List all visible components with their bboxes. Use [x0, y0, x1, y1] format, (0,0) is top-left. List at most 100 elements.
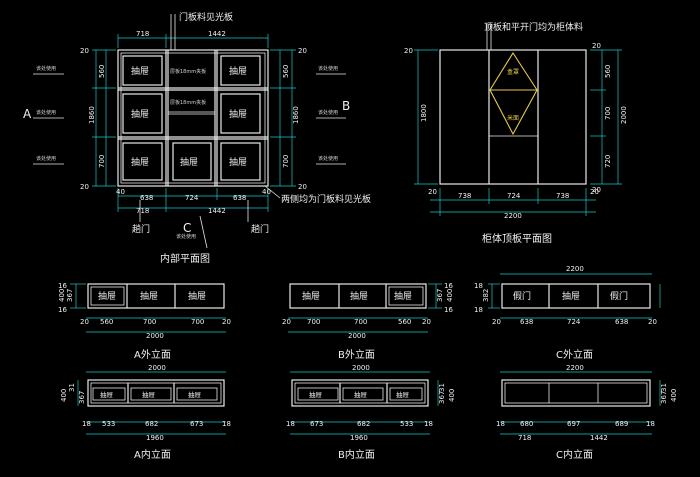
elevation-a-outer: 抽屉 抽屉 抽屉 16 367 16 400 20 560 700 700 20…: [58, 282, 231, 361]
dimension-text: 2200: [566, 364, 584, 372]
view-note: 该处使用: [36, 65, 56, 72]
dimension-text: 2000: [352, 364, 370, 372]
plan-title: 内部平面图: [160, 252, 210, 265]
dimension-text: 560: [398, 318, 411, 326]
dimension-text: 700: [307, 318, 320, 326]
drawer-label: 抽屉: [354, 390, 368, 399]
dimension-text: 20: [428, 188, 437, 196]
diamond-label-bottom: 米面: [507, 114, 519, 122]
dimension-text: 20: [648, 318, 657, 326]
dimension-text: 20: [492, 318, 501, 326]
elevation-title: B外立面: [338, 348, 375, 361]
dimension-text: 18: [474, 282, 483, 290]
dimension-text: 533: [400, 420, 413, 428]
dimension-text: 697: [567, 420, 580, 428]
drawer-label: 抽屉: [98, 290, 116, 302]
dimension-text: 718: [518, 434, 531, 442]
top-panel-view: 盒罩 米面 顶板和平开门均为柜体料 20 1800 20 560 700 720…: [404, 21, 628, 245]
dimension-text: 638: [615, 318, 628, 326]
dimension-text: 533: [102, 420, 115, 428]
dimension-text: 700: [98, 155, 106, 168]
dimension-text: 1442: [208, 207, 226, 215]
plan-inner-outline: [120, 52, 266, 184]
drawer-label: 抽屉: [140, 290, 158, 302]
dimension-text: 2000: [620, 106, 628, 124]
drawer-label: 抽屉: [180, 156, 198, 168]
elevation-title: C外立面: [556, 348, 593, 361]
drawer-box: [220, 93, 261, 134]
dimension-text: 400: [448, 389, 456, 402]
dimension-text: 1960: [146, 434, 164, 442]
dimension-text: 367: [436, 289, 444, 302]
diamond-frame: [489, 51, 538, 136]
internal-plan-view: 抽屉 抽屉 抽屉 抽屉 抽屉 抽屉 抽屉 层板18mm夹板 层板18mm夹板 7…: [23, 11, 371, 265]
dimension-text: 682: [357, 420, 370, 428]
dimension-text: 20: [298, 47, 307, 55]
dimension-text: 724: [507, 192, 521, 200]
door-label: 假门: [610, 290, 628, 302]
plan-outline: [117, 49, 269, 187]
elevation-a-inner: 抽屉 抽屉 抽屉 2000 31 367 400 18 533 682 673 …: [60, 364, 231, 461]
drawer-label: 抽屉: [188, 390, 202, 399]
elevation-b-inner: 抽屉 抽屉 抽屉 2000 31 367 400 18 673 682 533 …: [286, 364, 456, 461]
drawer-label: 抽屉: [229, 108, 247, 120]
dimension-text: 400: [670, 389, 678, 402]
dimension-text: 20: [592, 186, 601, 194]
dimension-text: 20: [80, 183, 89, 191]
elevation-title: B内立面: [338, 448, 375, 461]
dimension-text: 20: [282, 318, 291, 326]
dimension-text: 560: [100, 318, 113, 326]
dimension-text: 20: [80, 47, 89, 55]
dimension-text: 16: [444, 282, 453, 290]
dimension-text: 40: [262, 188, 271, 196]
drawer-label: 抽屉: [100, 390, 114, 399]
elevation-title: A内立面: [134, 448, 171, 461]
top-view-outline: [439, 49, 587, 185]
dimension-text: 700: [354, 318, 367, 326]
callout-left-door: 趟门: [132, 223, 150, 235]
diamond-label-top: 盒罩: [507, 68, 519, 76]
view-marker-b: B: [342, 99, 350, 113]
drawer-label: 抽屉: [188, 290, 206, 302]
drawer-label: 抽屉: [562, 290, 580, 302]
drawer-label: 抽屉: [131, 108, 149, 120]
dimension-text: 2000: [146, 332, 164, 340]
dimension-text: 700: [191, 318, 204, 326]
dimension-text: 367: [78, 391, 86, 404]
callout-side-doors: 两侧均为门板料见光板: [281, 193, 371, 205]
dimension-text: 560: [98, 65, 106, 78]
dimension-text: 1442: [590, 434, 608, 442]
callout-door-panel: 门板料见光板: [179, 11, 233, 23]
elevation-c-outer: 假门 抽屉 假门 2200 18 382 18 20 638 724 638 2…: [474, 265, 661, 361]
dimension-text: 560: [282, 65, 290, 78]
dimension-text: 2200: [566, 265, 584, 273]
dimension-text: 720: [604, 155, 612, 168]
dimension-text: 18: [424, 420, 433, 428]
shelf-label: 层板18mm夹板: [170, 68, 206, 75]
dimension-text: 31: [438, 383, 446, 392]
dimension-text: 724: [567, 318, 581, 326]
dimension-text: 16: [444, 306, 453, 314]
elevation-b-outer: 抽屉 抽屉 抽屉 16 367 16 400 20 700 700 560 20…: [282, 282, 454, 361]
dimension-text: 382: [482, 289, 490, 302]
dimension-text: 673: [190, 420, 203, 428]
dimension-text: 560: [604, 65, 612, 78]
drawer-label: 抽屉: [229, 65, 247, 77]
dimension-text: 16: [58, 306, 67, 314]
elevation-c-inner: 2200 31 367 400 18 680 697 689 18 718 14…: [496, 364, 678, 461]
dimension-text: 400: [446, 289, 454, 302]
dimension-text: 724: [185, 194, 199, 202]
dimension-text: 16: [58, 282, 67, 290]
dimension-text: 20: [298, 183, 307, 191]
elevation-title: C内立面: [556, 448, 593, 461]
drawer-label: 抽屉: [396, 390, 410, 399]
view-note: 该处使用: [318, 65, 338, 72]
dimension-text: 718: [136, 30, 149, 38]
dimension-text: 1860: [88, 106, 96, 124]
drawer-label: 抽屉: [302, 290, 320, 302]
door-label: 假门: [513, 290, 531, 302]
dimension-text: 20: [590, 188, 599, 196]
dimension-text: 682: [145, 420, 158, 428]
dimension-text: 367: [660, 391, 668, 404]
